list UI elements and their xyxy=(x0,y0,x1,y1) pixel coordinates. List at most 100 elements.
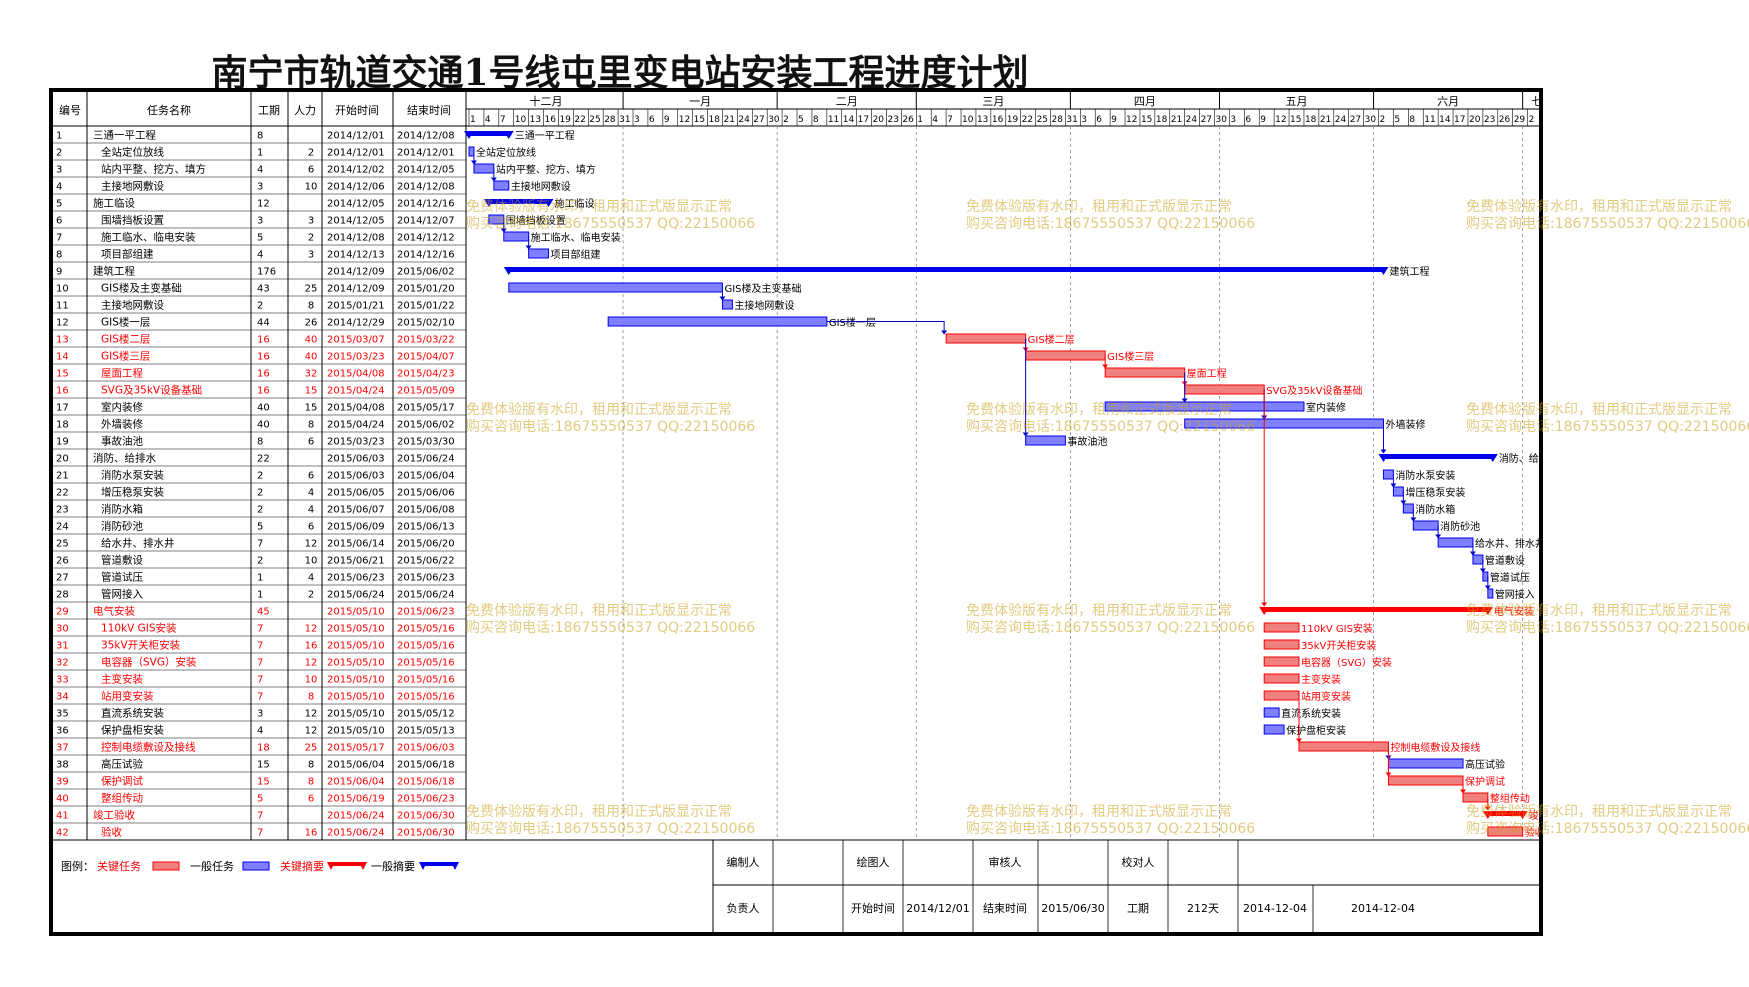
task-end: 2015/05/16 xyxy=(397,641,455,652)
day-tick-label: 28 xyxy=(1051,115,1063,125)
task-end: 2015/02/10 xyxy=(397,318,455,329)
task-name: 站内平整、挖方、填方 xyxy=(101,163,206,176)
summary-end-cap xyxy=(1487,454,1498,462)
dependency-arrow xyxy=(1380,449,1387,454)
task-bar-label: 事故油池 xyxy=(1067,435,1107,448)
summary-start-cap xyxy=(503,267,514,275)
task-duration: 3 xyxy=(257,216,263,227)
task-name: 管道试压 xyxy=(101,571,143,584)
task-end: 2015/04/07 xyxy=(397,352,455,363)
task-name: 增压稳泵安装 xyxy=(101,486,164,499)
task-name: 管道敷设 xyxy=(101,554,143,567)
column-header-4: 人力 xyxy=(294,104,316,117)
day-tick-label: 12 xyxy=(1126,115,1137,125)
task-end: 2015/01/20 xyxy=(397,284,455,295)
task-start: 2014/12/01 xyxy=(327,131,385,142)
month-label: 一月 xyxy=(689,95,711,108)
day-tick-label: 21 xyxy=(1320,115,1331,125)
legend-critical-summary-swatch xyxy=(329,862,365,866)
task-labor: 15 xyxy=(305,386,318,397)
task-duration: 1 xyxy=(257,573,263,584)
task-name: 施工临设 xyxy=(93,197,135,210)
task-duration: 7 xyxy=(257,624,263,635)
legend-critical-summary-cap xyxy=(327,862,335,870)
task-bar-label: 围墙挡板设置 xyxy=(506,214,566,227)
task-start: 2015/06/24 xyxy=(327,590,385,601)
task-name: GIS楼三层 xyxy=(101,350,150,363)
task-end: 2014/12/16 xyxy=(397,199,455,210)
task-labor: 6 xyxy=(308,471,314,482)
task-labor: 16 xyxy=(305,828,318,839)
task-name: 围墙挡板设置 xyxy=(101,214,164,227)
summary-end-cap xyxy=(1517,811,1528,819)
task-labor: 2 xyxy=(308,233,314,244)
task-name: 屋面工程 xyxy=(101,368,143,380)
task-bar xyxy=(503,231,530,242)
task-name: GIS楼及主变基础 xyxy=(101,282,182,295)
task-id: 20 xyxy=(56,454,69,465)
day-tick-label: 11 xyxy=(828,115,839,125)
task-start: 2015/06/23 xyxy=(327,573,385,584)
day-tick-label: 15 xyxy=(1141,115,1152,125)
task-duration: 40 xyxy=(257,420,270,431)
task-name: 电气安装 xyxy=(93,605,135,618)
task-duration: 7 xyxy=(257,811,263,822)
day-tick-label: 10 xyxy=(515,115,527,125)
task-labor: 40 xyxy=(305,335,318,346)
day-tick-label: 16 xyxy=(992,115,1004,125)
task-labor: 8 xyxy=(308,692,314,703)
task-name: 给水井、排水井 xyxy=(101,537,175,550)
task-labor: 32 xyxy=(305,369,318,380)
dependency-arrow xyxy=(941,330,948,335)
task-start: 2015/06/05 xyxy=(327,488,385,499)
day-tick-label: 14 xyxy=(1439,115,1451,125)
task-duration: 7 xyxy=(257,692,263,703)
task-bar-label: 三通一平工程 xyxy=(515,130,575,142)
footer-r2-cell: 2015/06/30 xyxy=(1041,902,1104,915)
task-bar xyxy=(528,248,550,259)
task-labor: 4 xyxy=(308,505,314,516)
day-tick-label: 9 xyxy=(1111,115,1117,125)
task-start: 2015/04/08 xyxy=(327,403,385,414)
dependency-link xyxy=(826,321,945,334)
summary-bar xyxy=(1487,811,1523,816)
task-bar-label: 施工临水、临电安装 xyxy=(531,231,621,244)
task-name: SVG及35kV设备基础 xyxy=(101,384,202,397)
task-id: 37 xyxy=(56,743,69,754)
footer-r1-cell: 绘图人 xyxy=(857,855,890,869)
day-tick-label: 13 xyxy=(977,115,988,125)
task-duration: 8 xyxy=(257,131,263,142)
task-bar-label: 电容器（SVG）安装 xyxy=(1301,656,1392,669)
task-end: 2015/06/02 xyxy=(397,267,455,278)
day-tick-label: 7 xyxy=(500,115,506,125)
task-labor: 12 xyxy=(305,539,318,550)
task-bar-label: 管道试压 xyxy=(1490,571,1530,584)
day-tick-label: 18 xyxy=(1156,115,1168,125)
day-tick-label: 2 xyxy=(783,115,789,125)
task-end: 2015/06/23 xyxy=(397,573,455,584)
task-start: 2015/05/10 xyxy=(327,624,385,635)
task-labor: 10 xyxy=(305,556,318,567)
task-name: 站用变安装 xyxy=(101,690,154,703)
task-id: 14 xyxy=(56,352,69,363)
column-header-6: 结束时间 xyxy=(407,104,451,117)
summary-end-cap xyxy=(543,199,554,207)
summary-bar xyxy=(488,199,549,204)
task-id: 30 xyxy=(56,624,69,635)
task-end: 2015/06/08 xyxy=(397,505,455,516)
task-end: 2014/12/16 xyxy=(397,250,455,261)
task-end: 2015/05/17 xyxy=(397,403,455,414)
dependency-arrow xyxy=(1400,500,1407,505)
month-label: 十二月 xyxy=(530,94,563,108)
task-name: 验收 xyxy=(101,826,122,839)
task-name: 管网接入 xyxy=(101,588,143,601)
month-label: 六月 xyxy=(1437,95,1459,108)
day-tick-label: 27 xyxy=(1201,115,1212,125)
task-labor: 25 xyxy=(305,743,318,754)
day-tick-label: 21 xyxy=(1171,115,1182,125)
task-bar xyxy=(508,282,723,293)
task-labor: 16 xyxy=(305,641,318,652)
task-id: 21 xyxy=(56,471,69,482)
task-start: 2015/04/08 xyxy=(327,369,385,380)
task-bar xyxy=(1263,690,1300,701)
